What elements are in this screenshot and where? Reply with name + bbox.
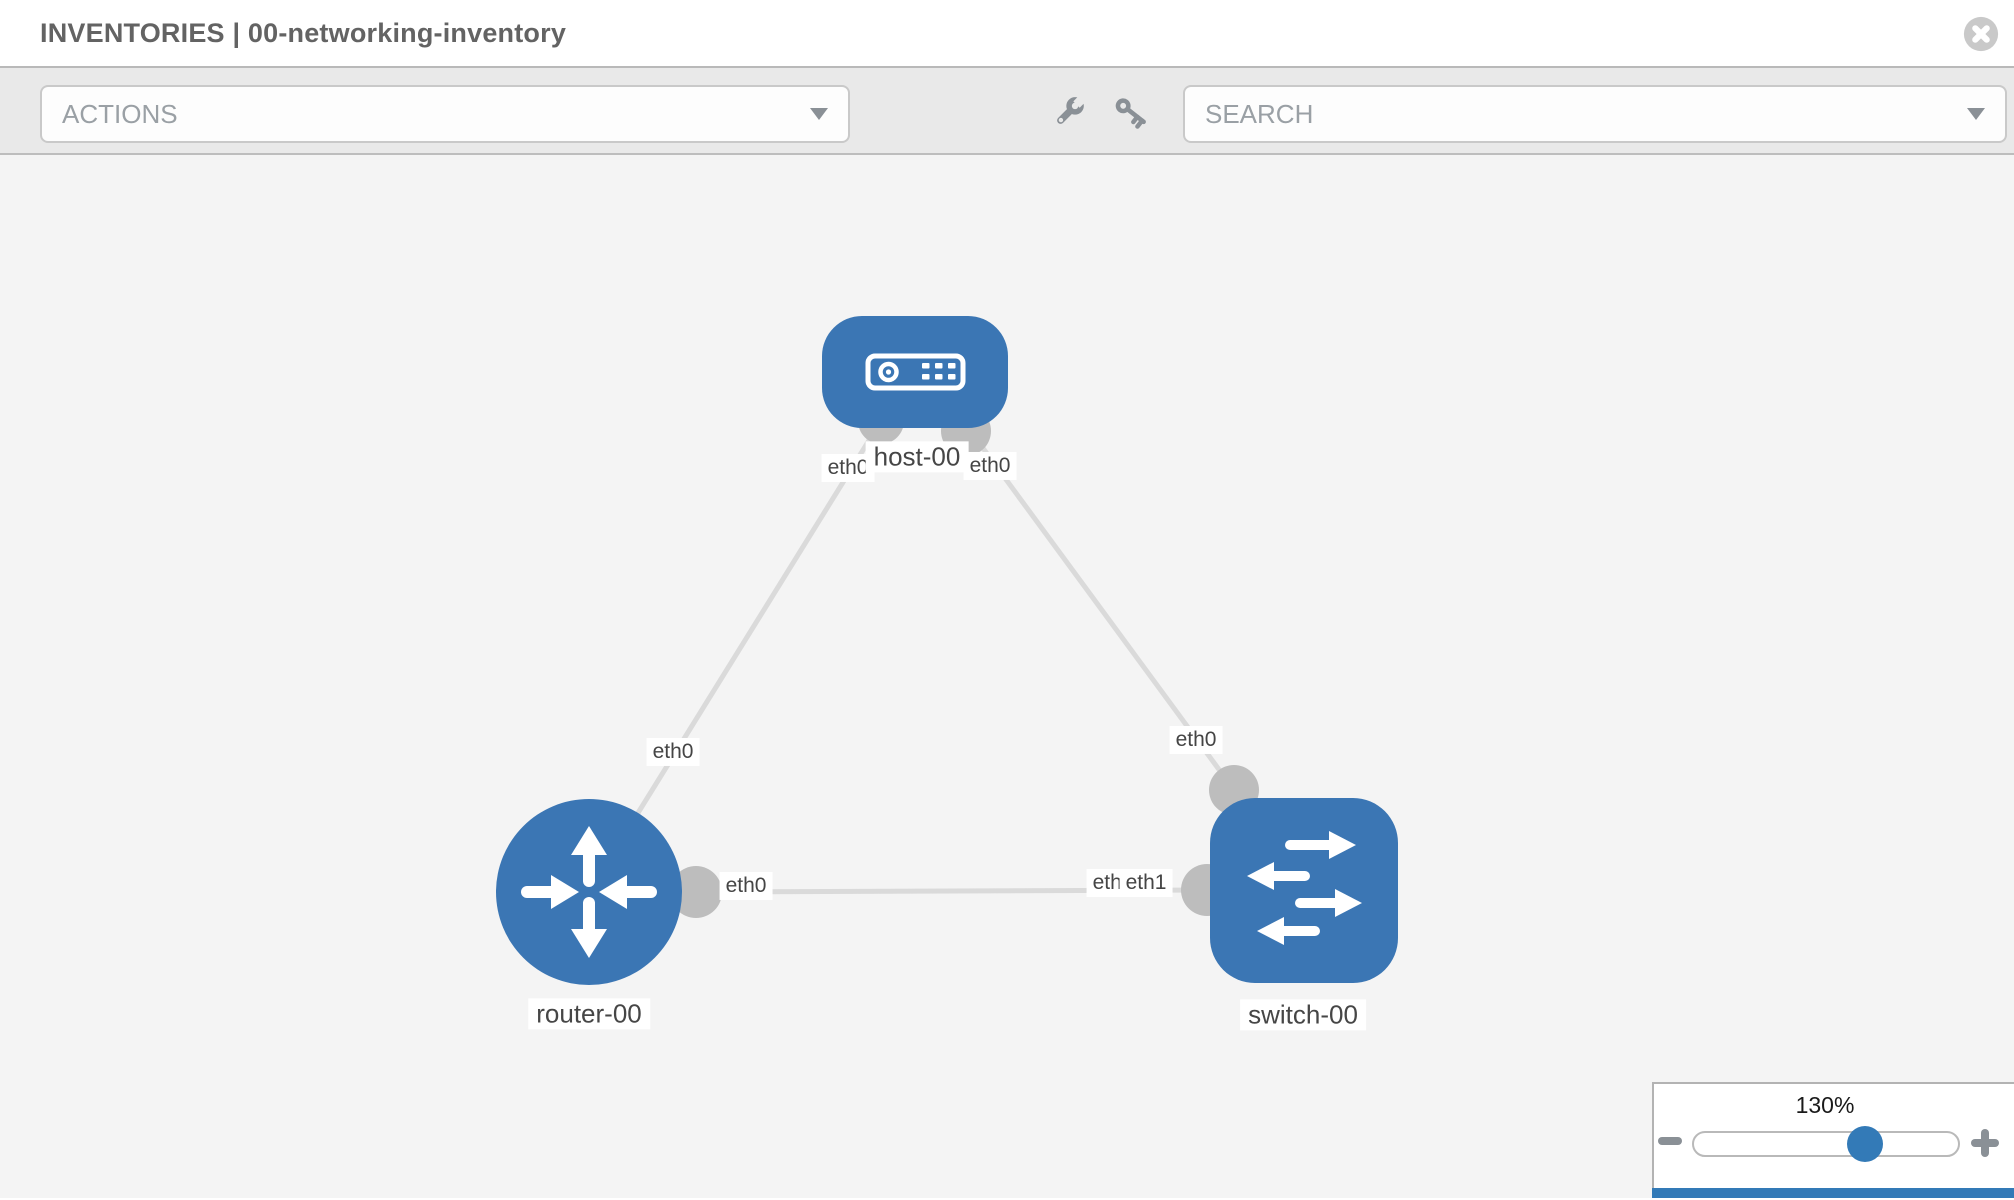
interface-label: eth1 xyxy=(1119,868,1173,898)
node-switch-00[interactable] xyxy=(1210,798,1398,983)
chevron-down-icon xyxy=(1967,108,1985,120)
zoom-slider-track[interactable] xyxy=(1692,1131,1960,1157)
interface-label: eth0 xyxy=(1169,725,1223,755)
interface-label: eth0 xyxy=(821,453,875,483)
interface-label: eth0 xyxy=(719,871,773,901)
switch-icon xyxy=(1247,831,1362,945)
bottom-panel-edge xyxy=(1652,1188,2014,1198)
close-icon xyxy=(1963,16,1999,52)
node-label-host-00: host-00 xyxy=(865,441,969,473)
search-dropdown[interactable]: SEARCH xyxy=(1183,85,2007,143)
interface-label: eth0 xyxy=(963,451,1017,481)
host-icon xyxy=(865,353,966,391)
key-button[interactable] xyxy=(1112,94,1152,139)
topology-svg xyxy=(496,316,1398,985)
topology-canvas[interactable]: eth0 host-00 eth0 eth0 eth0 eth0 eth0 et… xyxy=(0,155,2014,1198)
zoom-in-button[interactable] xyxy=(1970,1128,2000,1158)
router-icon xyxy=(521,826,657,958)
key-icon xyxy=(1115,98,1146,129)
wrench-icon xyxy=(1057,95,1086,124)
interface-label: eth0 xyxy=(646,737,700,767)
actions-dropdown[interactable]: ACTIONS xyxy=(40,85,850,143)
node-host-00[interactable] xyxy=(822,316,1008,428)
node-router-00[interactable] xyxy=(496,799,682,985)
close-button[interactable] xyxy=(1962,15,2000,53)
toolbar: ACTIONS SEARCH xyxy=(0,68,2014,155)
zoom-level: 130% xyxy=(1795,1092,1855,1118)
zoom-panel: 130% xyxy=(1652,1082,2014,1198)
search-placeholder: SEARCH xyxy=(1205,98,1314,129)
actions-dropdown-label: ACTIONS xyxy=(62,98,178,129)
header: INVENTORIES | 00-networking-inventory xyxy=(0,0,2014,68)
node-label-switch-00: switch-00 xyxy=(1240,999,1366,1031)
port-router-right[interactable] xyxy=(670,866,722,918)
page-title: INVENTORIES | 00-networking-inventory xyxy=(40,17,567,48)
node-label-router-00: router-00 xyxy=(528,998,650,1030)
zoom-out-button[interactable] xyxy=(1658,1137,1682,1145)
wrench-button[interactable] xyxy=(1048,93,1088,138)
zoom-slider-handle[interactable] xyxy=(1847,1126,1883,1162)
chevron-down-icon xyxy=(810,108,828,120)
